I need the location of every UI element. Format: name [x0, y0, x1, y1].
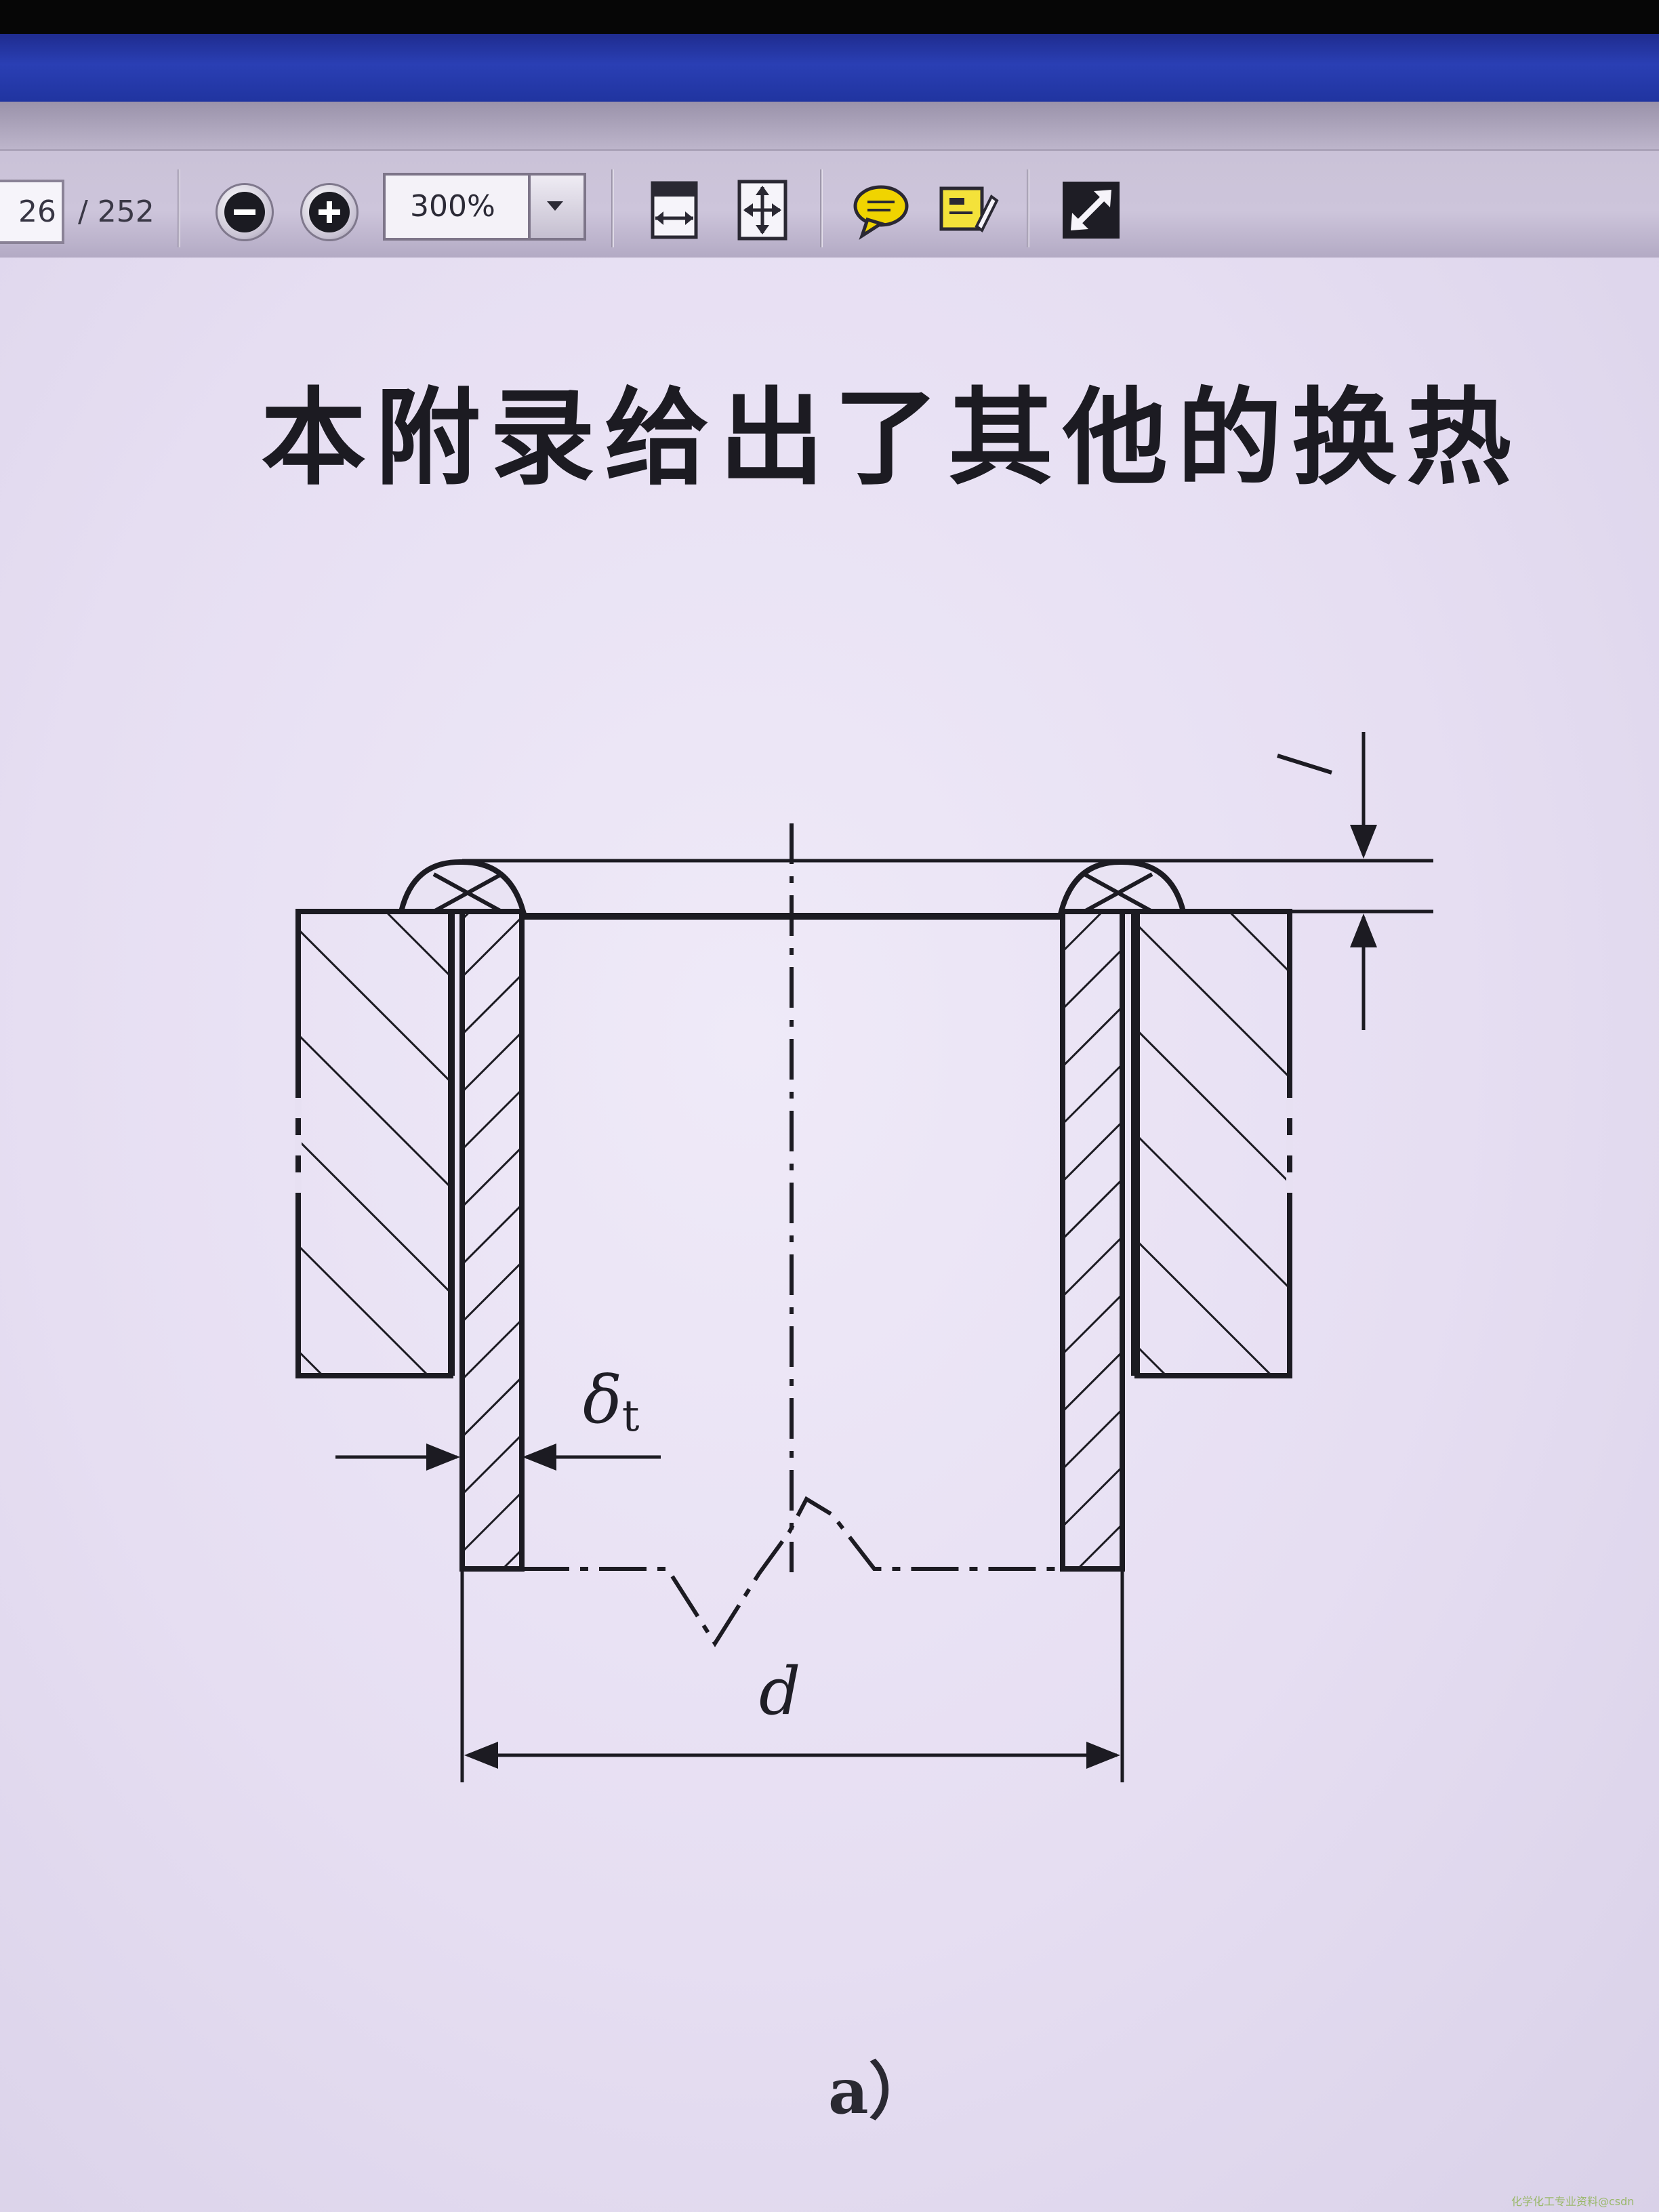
left-tube-plate — [295, 909, 453, 1378]
fit-page-icon[interactable] — [729, 176, 796, 244]
fit-width-icon[interactable] — [640, 176, 708, 244]
watermark: 化学化工专业资料@csdn — [1511, 2195, 1635, 2208]
zoom-in-button[interactable] — [300, 183, 359, 241]
zoom-in-icon — [309, 192, 350, 232]
figure-caption: a） — [828, 2055, 931, 2128]
toolbar-separator — [1027, 169, 1029, 247]
delta-symbol: δ — [583, 1362, 622, 1438]
window-title-bar — [0, 34, 1659, 102]
page-number-input[interactable]: 26 — [0, 180, 64, 244]
thickness-label: δt — [583, 1362, 640, 1441]
toolbar-separator — [611, 169, 614, 247]
right-weld — [1057, 859, 1187, 914]
full-screen-icon[interactable] — [1057, 176, 1125, 244]
break-line — [522, 1496, 1063, 1647]
zoom-value: 300% — [410, 189, 495, 224]
page-heading: 本附录给出了其他的换热 — [261, 377, 1521, 499]
diameter-label: d — [759, 1654, 801, 1729]
left-tube-wall — [459, 909, 525, 1572]
right-tube-wall — [1060, 909, 1125, 1572]
toolbar-separator — [178, 169, 180, 247]
toolbar-separator — [820, 169, 823, 247]
menu-strip — [0, 102, 1659, 151]
monitor-bezel — [0, 0, 1659, 34]
highlight-note-icon[interactable] — [932, 176, 1000, 244]
chevron-down-icon[interactable] — [528, 176, 583, 238]
page-number-value: 26 — [18, 194, 56, 229]
zoom-select[interactable]: 300% — [383, 173, 586, 241]
delta-subscript: t — [621, 1391, 640, 1441]
zoom-out-icon — [224, 192, 265, 232]
zoom-out-button[interactable] — [216, 183, 274, 241]
left-weld — [397, 859, 527, 914]
page-total: / 252 — [78, 194, 155, 229]
document-page — [0, 258, 1659, 2212]
comment-icon[interactable] — [847, 176, 915, 244]
right-tube-plate — [1134, 909, 1293, 1378]
